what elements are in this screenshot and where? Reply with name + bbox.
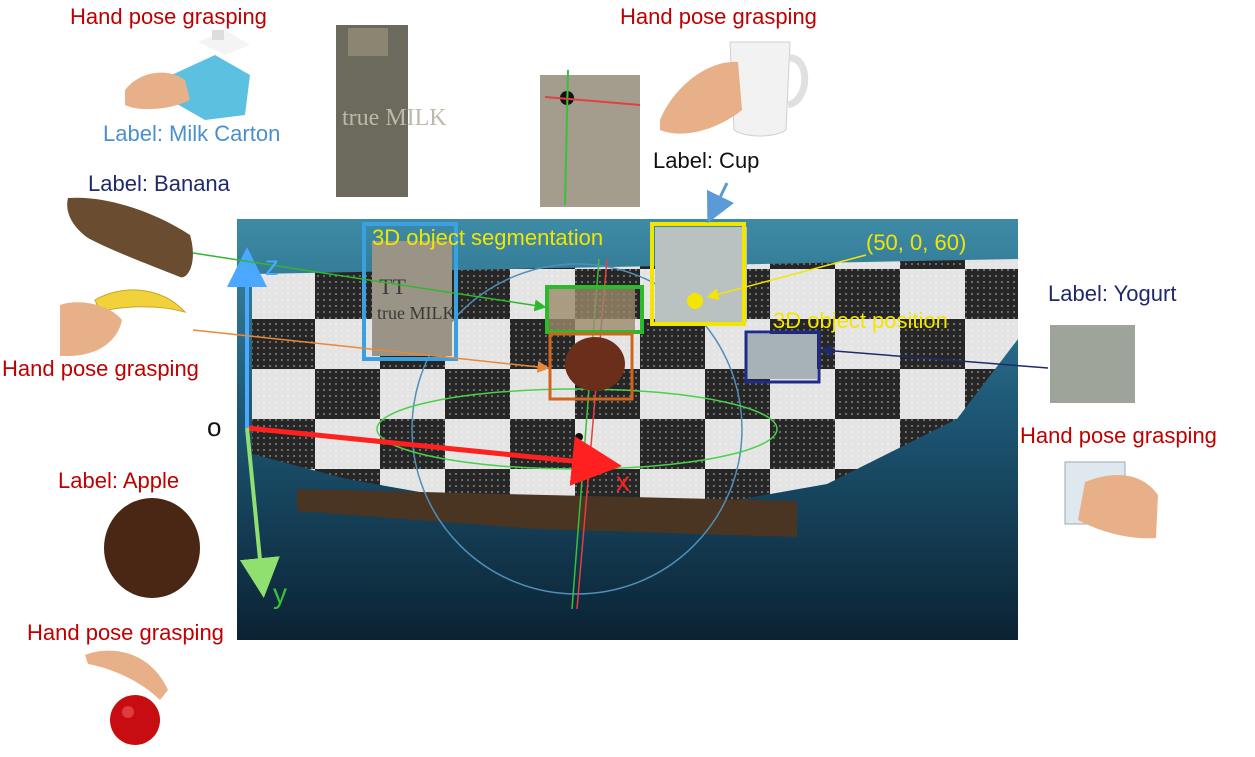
yogurt-cloud-thumb xyxy=(1050,325,1135,403)
yogurt-grasp-label: Hand pose grasping xyxy=(1020,423,1217,448)
y-axis-label: y xyxy=(273,578,287,609)
milk-carton-cloud xyxy=(372,241,452,356)
z-axis-label: z xyxy=(265,250,279,281)
banana-cloud-thumb xyxy=(67,197,193,278)
apple-cloud xyxy=(565,337,625,391)
coordinate-pointer xyxy=(706,254,867,301)
yogurt-grasp-image xyxy=(1064,461,1158,539)
banana-bbox xyxy=(545,285,644,334)
yogurt-connector xyxy=(820,344,1049,369)
carton-brand-text: TT xyxy=(379,274,406,299)
position-title: 3D object position xyxy=(773,308,948,333)
cup-label-arrow xyxy=(706,182,734,224)
coordinate-readout: (50, 0, 60) xyxy=(866,230,967,255)
banana-grasp-image xyxy=(60,289,187,356)
apple-grasp-image xyxy=(85,650,168,745)
y-axis-arrow xyxy=(239,427,280,598)
banana-label: Label: Banana xyxy=(88,171,230,196)
point-cloud-scene: TT true MILK xyxy=(237,219,1018,640)
banana-connector xyxy=(192,252,547,312)
apple-grasp-label: Hand pose grasping xyxy=(27,620,224,645)
banana-cloud xyxy=(545,289,635,334)
cup-cloud-thumb xyxy=(540,69,641,207)
apple-bbox xyxy=(548,332,634,401)
cup-grasp-image xyxy=(660,41,809,137)
cup-bbox xyxy=(650,222,746,326)
milk-carton-bbox xyxy=(362,222,458,361)
yogurt-cloud xyxy=(747,334,817,379)
yogurt-label: Label: Yogurt xyxy=(1048,281,1177,306)
milk-grasp-image xyxy=(125,30,250,120)
cup-grasp-label: Hand pose grasping xyxy=(620,4,817,29)
apple-label: Label: Apple xyxy=(58,468,180,493)
milk-carton-label: Label: Milk Carton xyxy=(103,121,281,146)
yogurt-bbox xyxy=(744,330,821,384)
milk-thumb-text: true MILK xyxy=(342,105,447,131)
apple-connector xyxy=(192,329,550,373)
segmentation-title: 3D object segmentation xyxy=(372,225,604,250)
cup-position-dot xyxy=(687,293,703,309)
carton-text: true MILK xyxy=(377,303,455,323)
x-axis-label: x xyxy=(616,466,630,497)
apple-cloud-thumb xyxy=(104,498,200,598)
guide-circle xyxy=(411,263,743,595)
origin-label: o xyxy=(207,412,222,442)
cup-label: Label: Cup xyxy=(653,148,760,173)
milk-carton-thumb: true MILK xyxy=(336,25,447,197)
milk-grasp-label: Hand pose grasping xyxy=(70,4,267,29)
x-axis-arrow xyxy=(246,425,622,486)
banana-grasp-label: Hand pose grasping xyxy=(2,356,199,381)
